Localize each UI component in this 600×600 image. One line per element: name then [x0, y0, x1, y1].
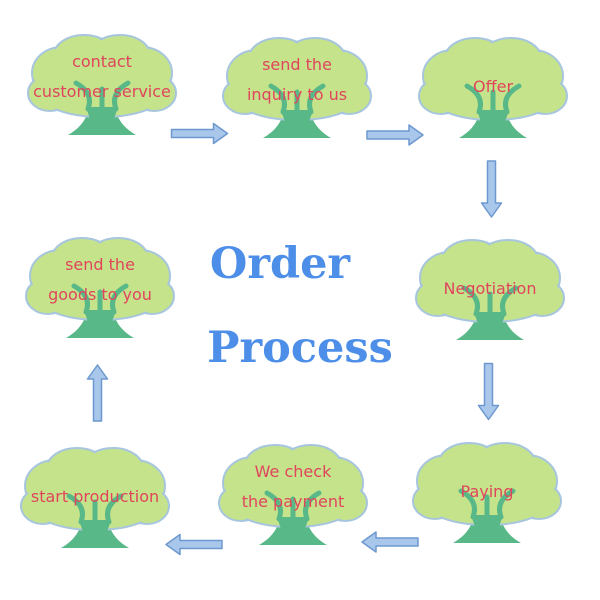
tree-branches — [66, 493, 124, 525]
step-label: contact — [72, 52, 132, 71]
step-label: goods to you — [48, 285, 152, 304]
step-tree: contact customer service — [27, 34, 177, 135]
tree-branches — [73, 80, 131, 112]
step-label: send the — [262, 55, 332, 74]
step-tree: We check the payment — [218, 444, 368, 545]
step-label: Paying — [461, 482, 514, 501]
step-label: send the — [65, 255, 135, 274]
step-label: Negotiation — [444, 279, 537, 298]
tree-branches — [458, 488, 516, 520]
flow-arrow — [366, 124, 424, 146]
arrows-layer — [86, 122, 503, 556]
flow-arrow — [477, 362, 500, 421]
flow-arrow — [170, 122, 229, 145]
step-tree: start production — [20, 447, 170, 548]
tree-branches — [464, 83, 522, 115]
step-label: Offer — [473, 77, 513, 96]
step-tree: send the goods to you — [25, 237, 175, 338]
step-label: the payment — [242, 492, 345, 511]
tree-branches — [264, 490, 322, 522]
flow-arrow — [361, 531, 419, 553]
tree-branches — [71, 283, 129, 315]
step-label: start production — [31, 487, 159, 506]
flow-arrow — [165, 533, 223, 556]
tree-branches — [461, 285, 519, 317]
flow-arrow — [480, 160, 503, 218]
flow-arrow — [86, 364, 109, 422]
tree-canopy — [20, 447, 170, 531]
step-label: We check — [255, 462, 332, 481]
trees-layer: contact customer service send the inquiry t… — [20, 34, 568, 548]
tree-canopy — [418, 37, 568, 121]
title-line-1: Order — [210, 239, 352, 289]
step-label: customer service — [33, 82, 171, 101]
step-tree: send the inquiry to us — [222, 37, 372, 138]
title-line-2: Process — [207, 323, 393, 373]
tree-branches — [268, 83, 326, 115]
step-tree: Offer — [418, 37, 568, 138]
step-tree: Negotiation — [415, 239, 565, 340]
step-tree: Paying — [412, 442, 562, 543]
step-label: inquiry to us — [247, 85, 347, 104]
